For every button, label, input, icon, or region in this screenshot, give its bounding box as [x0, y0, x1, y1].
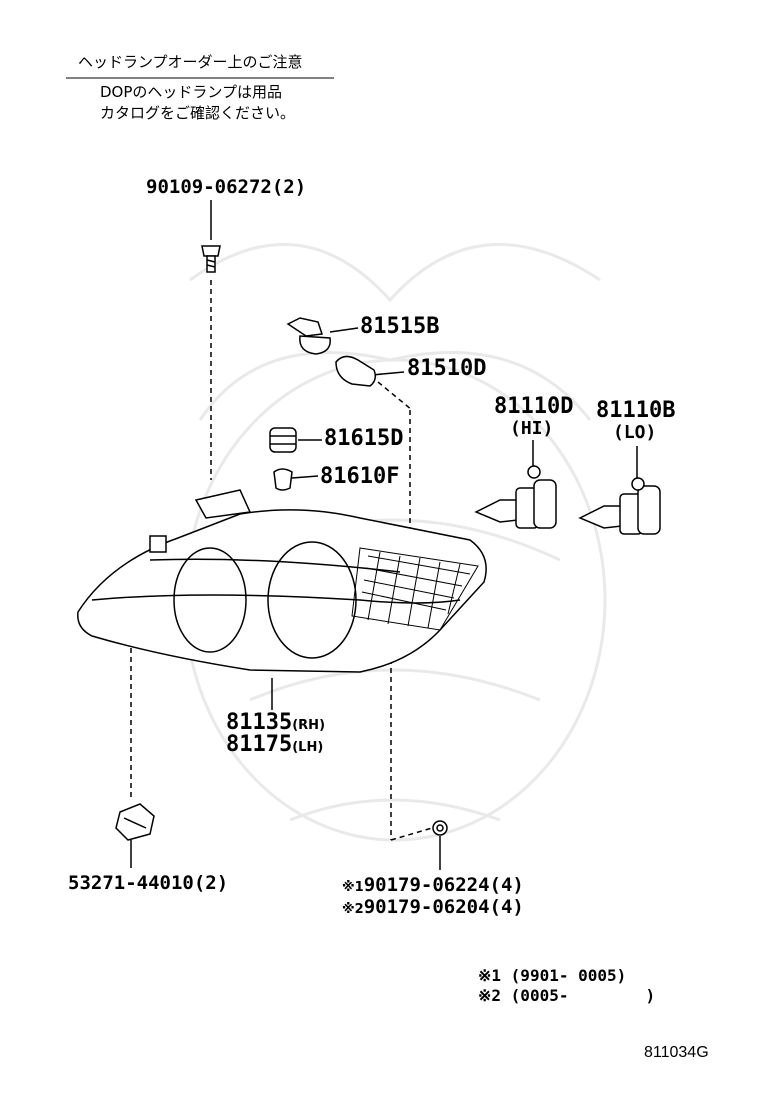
lo-bulb-icon — [578, 477, 661, 535]
bulb-81515b-icon — [286, 317, 331, 355]
lo-label: (LO) — [613, 422, 657, 443]
part-label-81515b[interactable]: 81515B — [360, 314, 440, 339]
leader-81510d — [371, 371, 405, 376]
nut-mark-1: ※1 — [342, 880, 364, 895]
leader-81515b — [329, 327, 359, 333]
hi-bulb-icon — [474, 465, 557, 529]
lamp-lh-number: 81175 — [226, 732, 293, 757]
headlamp-assembly-icon — [77, 489, 487, 673]
lamp-lh-suffix: (LH) — [292, 740, 324, 755]
footnote-2: ※2 (0005- ) — [478, 986, 656, 1005]
socket-81615d-icon — [269, 427, 297, 453]
part-label-lamp-rh[interactable]: 81135(RH) — [226, 710, 325, 735]
dash-81510d — [377, 381, 413, 411]
nut-mark-2: ※2 — [342, 902, 364, 917]
nut-icon — [432, 820, 448, 836]
leader-81610f — [291, 475, 319, 479]
hi-label: (HI) — [510, 418, 554, 439]
part-label-hi-bulb[interactable]: 81110D — [494, 394, 574, 419]
nut-number-1: 90179-06224(4) — [363, 874, 524, 896]
notice-heading: ヘッドランプオーダー上のご注意 — [78, 53, 303, 71]
lamp-rh-number: 81135 — [226, 710, 293, 735]
footnote-1: ※1 (9901- 0005) — [478, 966, 627, 985]
part-label-lamp-lh[interactable]: 81175(LH) — [226, 732, 323, 757]
bulb-81510d-icon — [335, 355, 377, 387]
nut-number-2: 90179-06204(4) — [363, 896, 524, 918]
clip-icon — [115, 803, 155, 841]
part-label-81615d[interactable]: 81615D — [324, 426, 404, 451]
bolt-icon — [201, 245, 221, 273]
bulb-81610f-icon — [273, 468, 293, 491]
part-label-81610f[interactable]: 81610F — [320, 464, 400, 489]
part-label-lo-bulb[interactable]: 81110B — [596, 398, 676, 423]
part-label-81510d[interactable]: 81510D — [407, 356, 487, 381]
lamp-rh-suffix: (RH) — [292, 718, 326, 733]
notice-line-2: カタログをご確認ください。 — [100, 104, 296, 122]
part-label-bolt[interactable]: 90109-06272(2) — [146, 176, 307, 198]
notice-line-1: DOPのヘッドランプは用品 — [100, 83, 282, 101]
part-label-clip[interactable]: 53271-44010(2) — [68, 872, 229, 894]
dash-nut-h — [390, 827, 433, 841]
diagram-code: 811034G — [644, 1044, 709, 1061]
part-label-nut-2[interactable]: ※290179-06204(4) — [342, 896, 524, 918]
part-label-nut-1[interactable]: ※190179-06224(4) — [342, 874, 524, 896]
